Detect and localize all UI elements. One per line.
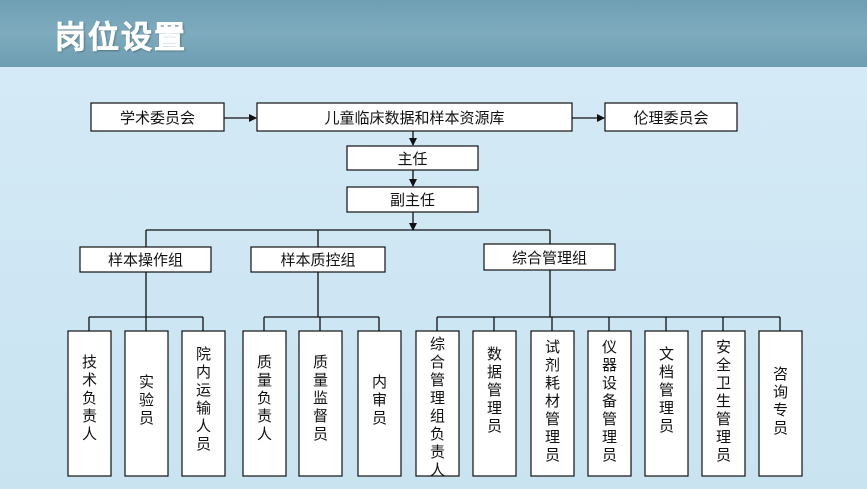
document-manager-label: 文档管理员	[659, 345, 674, 435]
director-label: 主任	[397, 150, 427, 168]
internal-auditor-box: 内审员	[357, 330, 402, 477]
quality-group-label: 样本质控组	[280, 251, 355, 269]
deputy-director-label: 副主任	[390, 191, 435, 209]
academic-committee-label: 学术委员会	[120, 109, 195, 127]
resource-center-label: 儿童临床数据和样本资源库	[324, 109, 504, 127]
page-title: 岗位设置	[55, 20, 187, 57]
ethics-committee-box: 伦理委员会	[604, 102, 738, 132]
quality-lead-label: 质量负责人	[257, 353, 272, 443]
connectors	[88, 114, 781, 331]
quality-supervisor-box: 质量监督员	[298, 330, 343, 477]
resource-center-box: 儿童临床数据和样本资源库	[256, 102, 573, 132]
data-manager-label: 数据管理员	[487, 345, 502, 435]
document-manager-box: 文档管理员	[644, 330, 689, 477]
deputy-director-box: 副主任	[346, 186, 479, 213]
safety-manager-box: 安全卫生管理员	[701, 330, 746, 477]
equipment-manager-box: 仪器设备管理员	[587, 330, 632, 477]
director-box: 主任	[346, 145, 479, 171]
consultant-label: 咨询专员	[773, 365, 788, 437]
quality-supervisor-label: 质量监督员	[313, 353, 328, 443]
management-group-box: 综合管理组	[483, 243, 616, 271]
equipment-manager-label: 仪器设备管理员	[602, 338, 617, 464]
operation-group-label: 样本操作组	[108, 251, 183, 269]
academic-committee-box: 学术委员会	[90, 102, 225, 132]
title-bar: 岗位设置	[0, 0, 867, 67]
transport-staff-label: 院内运输人员	[196, 345, 211, 453]
quality-group-box: 样本质控组	[250, 246, 386, 273]
tech-lead-label: 技术负责人	[82, 353, 97, 443]
reagent-manager-box: 试剂耗材管理员	[530, 330, 575, 477]
safety-manager-label: 安全卫生管理员	[716, 338, 731, 464]
operation-group-box: 样本操作组	[79, 246, 212, 273]
internal-auditor-label: 内审员	[372, 373, 387, 427]
reagent-manager-label: 试剂耗材管理员	[545, 338, 560, 464]
ethics-committee-label: 伦理委员会	[633, 109, 708, 127]
lab-technician-label: 实验员	[139, 373, 154, 427]
transport-staff-box: 院内运输人员	[181, 330, 226, 477]
tech-lead-box: 技术负责人	[67, 330, 112, 477]
management-lead-box: 综合管理组负责人	[415, 330, 460, 479]
quality-lead-box: 质量负责人	[242, 330, 287, 477]
consultant-box: 咨询专员	[758, 330, 803, 477]
data-manager-box: 数据管理员	[472, 330, 517, 477]
lab-technician-box: 实验员	[124, 330, 169, 477]
management-group-label: 综合管理组	[512, 249, 587, 267]
management-lead-label: 综合管理组负责人	[430, 335, 445, 479]
